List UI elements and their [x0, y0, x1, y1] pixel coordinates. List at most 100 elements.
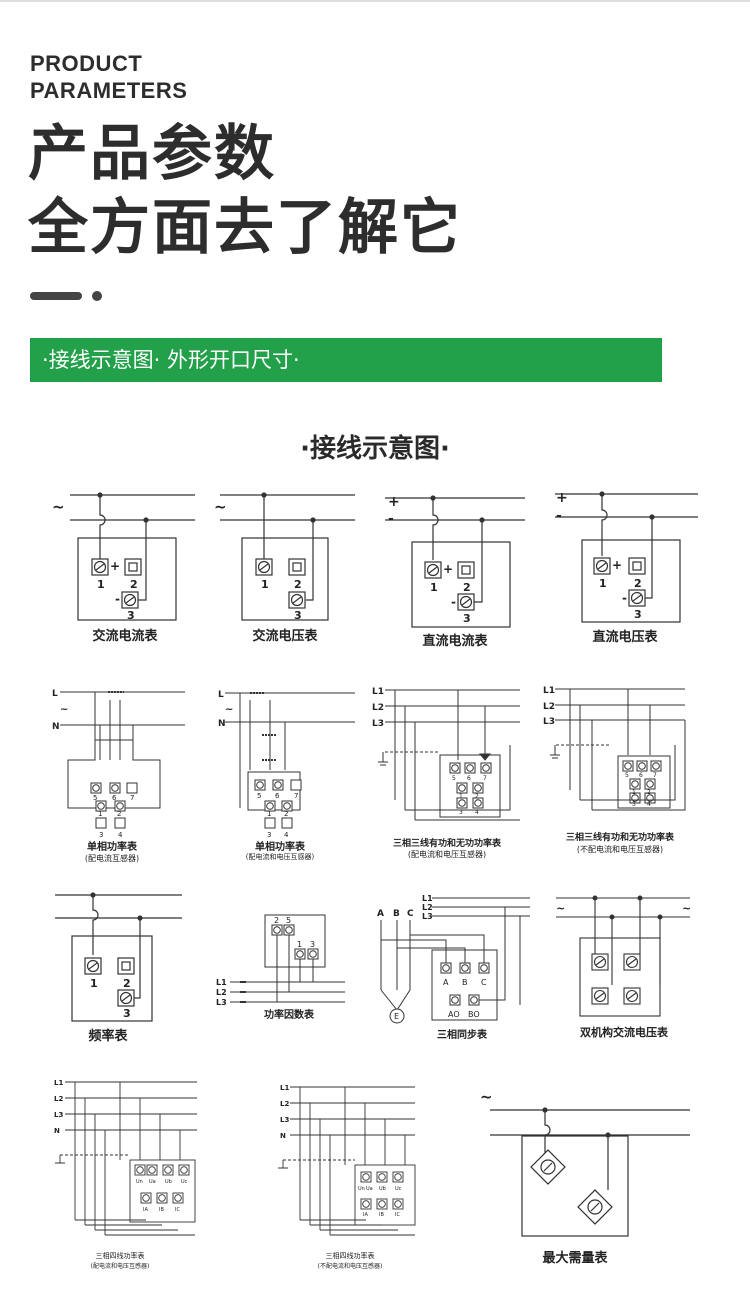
phase-B-label: B [393, 909, 400, 919]
terminal-Uc-label: Uc [395, 1186, 402, 1192]
terminal-5-label: 5 [625, 772, 629, 779]
terminal-3-label: 3 [634, 608, 642, 621]
terminal-3-label: 3 [99, 831, 103, 839]
N-label: N [52, 722, 60, 732]
terminal-IA-label: IA [363, 1212, 368, 1218]
caption-dc-ammeter: 直流电流表 [422, 633, 488, 649]
plus-label: + [110, 559, 120, 573]
terminal-2-label: 2 [284, 810, 288, 818]
terminal-Uc-label: Uc [181, 1179, 188, 1185]
terminal-1-label: 1 [98, 810, 102, 818]
caption-ac-voltmeter: 交流电压表 [252, 628, 318, 644]
note-three-phase-four-wire-ct-pt: (配电流和电压互感器) [91, 1262, 150, 1270]
terminal-2-label: 2 [294, 578, 302, 591]
terminal-IC-label: IC [175, 1207, 180, 1213]
terminal-C-label: C [481, 978, 487, 987]
diagram-dc-voltmeter: + - + - 1 2 3 直流电压表 [555, 490, 698, 645]
terminal-3-label: 3 [294, 609, 302, 622]
caption-dc-voltmeter: 直流电压表 [592, 629, 658, 645]
terminal-3-label: 3 [459, 809, 463, 816]
terminal-2-label: 2 [634, 577, 642, 590]
L2-label: L2 [372, 703, 384, 713]
terminal-4-label: 4 [475, 809, 479, 816]
terminal-1-label: 1 [632, 789, 636, 796]
diagram-synchroscope: A B C L1 L2 L3 A B C AO BO E 三相同步表 [377, 894, 530, 1041]
terminal-Ub-label: Ub [379, 1186, 386, 1192]
terminal-Ua-label: Ua [366, 1186, 373, 1192]
terminal-6-label: 6 [467, 775, 471, 782]
L3-label: L3 [422, 912, 433, 921]
L1-label: L1 [422, 894, 433, 903]
terminal-1-label: 1 [261, 578, 269, 591]
ac-symbol: ~ [225, 704, 233, 715]
diagram-single-phase-power-ct-pt: L ~ N 5 6 7 1 2 3 4 单相功率表 (配电流和电压互感器) [218, 690, 355, 861]
terminal-IC-label: IC [395, 1212, 400, 1218]
decor-bar [30, 292, 82, 300]
terminal-5-label: 5 [452, 775, 456, 782]
N-label: N [218, 719, 226, 729]
terminal-1-label: 1 [430, 581, 438, 594]
note-three-phase-four-wire-direct: (不配电流和电压互感器) [318, 1262, 383, 1270]
L3-label: L3 [54, 1111, 63, 1119]
L3-label: L3 [372, 719, 384, 729]
L3-label: L3 [543, 717, 555, 727]
caption-frequency-meter: 频率表 [88, 1028, 128, 1044]
note-three-phase-three-wire-ct-pt: (配电流和电压互感器) [408, 849, 486, 859]
ac-symbol: ~ [60, 704, 68, 715]
chinese-title-line2: 全方面去了解它 [28, 193, 462, 263]
terminal-7-label: 7 [653, 772, 657, 779]
caption-three-phase-three-wire-direct: 三相三线有功和无功功率表 [566, 831, 675, 843]
terminal-2-label: 2 [463, 581, 471, 594]
caption-ac-ammeter: 交流电流表 [92, 628, 158, 644]
english-title-line1: PRODUCT [30, 51, 143, 76]
caption-dual-ac-voltmeter: 双机构交流电压表 [580, 1025, 669, 1039]
terminal-Un-label: Un [358, 1186, 365, 1192]
dc-plus-line-label: + [556, 490, 568, 506]
note-three-phase-three-wire-direct: (不配电流和电压互感器) [577, 844, 663, 854]
terminal-6-label: 6 [639, 772, 643, 779]
dc-minus-line-label: - [388, 511, 394, 527]
dc-plus-line-label: + [388, 494, 400, 510]
terminal-1-label: 1 [297, 940, 302, 949]
terminal-1-label: 1 [267, 810, 271, 818]
caption-max-demand-meter: 最大需量表 [542, 1250, 608, 1266]
wiring-section-title: ·接线示意图· [300, 434, 450, 464]
wiring-diagrams: ~ + - 1 2 3 交流电流表 ~ 1 2 3 交流电压表 + - + - … [52, 490, 698, 1270]
chinese-title-line1: 产品参数 [28, 119, 276, 189]
plus-label: + [612, 558, 622, 572]
top-rule [0, 0, 750, 2]
terminal-7-label: 7 [294, 792, 298, 800]
terminal-IB-label: IB [159, 1207, 164, 1213]
L3-label: L3 [280, 1116, 289, 1124]
terminal-3-label: 3 [267, 831, 271, 839]
terminal-3-label: 3 [463, 612, 471, 625]
terminal-4-label: 4 [118, 831, 123, 839]
terminal-5-label: 5 [93, 794, 97, 802]
phase-C-label: C [407, 909, 414, 919]
terminal-3-label: 3 [632, 801, 636, 808]
terminal-1-label: 1 [97, 578, 105, 591]
caption-power-factor-meter: 功率因数表 [264, 1008, 315, 1021]
diagram-dual-ac-voltmeter: ~ ~ 双机构交流电压表 [556, 895, 691, 1039]
ac-symbol-right: ~ [682, 902, 691, 915]
note-single-phase-power-ct-pt: (配电流和电压互感器) [246, 852, 315, 861]
terminal-1-label: 1 [599, 577, 607, 590]
L2-label: L2 [422, 903, 433, 912]
L1-label: L1 [543, 686, 555, 696]
ac-symbol: ~ [480, 1088, 493, 1106]
note-single-phase-power-ct: (配电流互感器) [85, 853, 139, 863]
caption-single-phase-power-ct: 单相功率表 [87, 840, 138, 853]
caption-synchroscope: 三相同步表 [437, 1028, 488, 1041]
diagram-frequency-meter: 1 2 3 频率表 [55, 892, 182, 1044]
L1-label: L1 [54, 1079, 63, 1087]
terminal-3-label: 3 [127, 609, 135, 622]
L1-label: L1 [216, 978, 227, 987]
L1-label: L1 [280, 1084, 289, 1092]
plus-label: + [443, 562, 453, 576]
ac-symbol-left: ~ [556, 902, 565, 915]
section-banner: ·接线示意图· 外形开口尺寸· [30, 338, 662, 382]
terminal-2-label: 2 [274, 916, 279, 925]
ground-E-label: E [394, 1012, 399, 1021]
terminal-1-label: 1 [90, 977, 98, 990]
caption-single-phase-power-ct-pt: 单相功率表 [255, 840, 306, 853]
